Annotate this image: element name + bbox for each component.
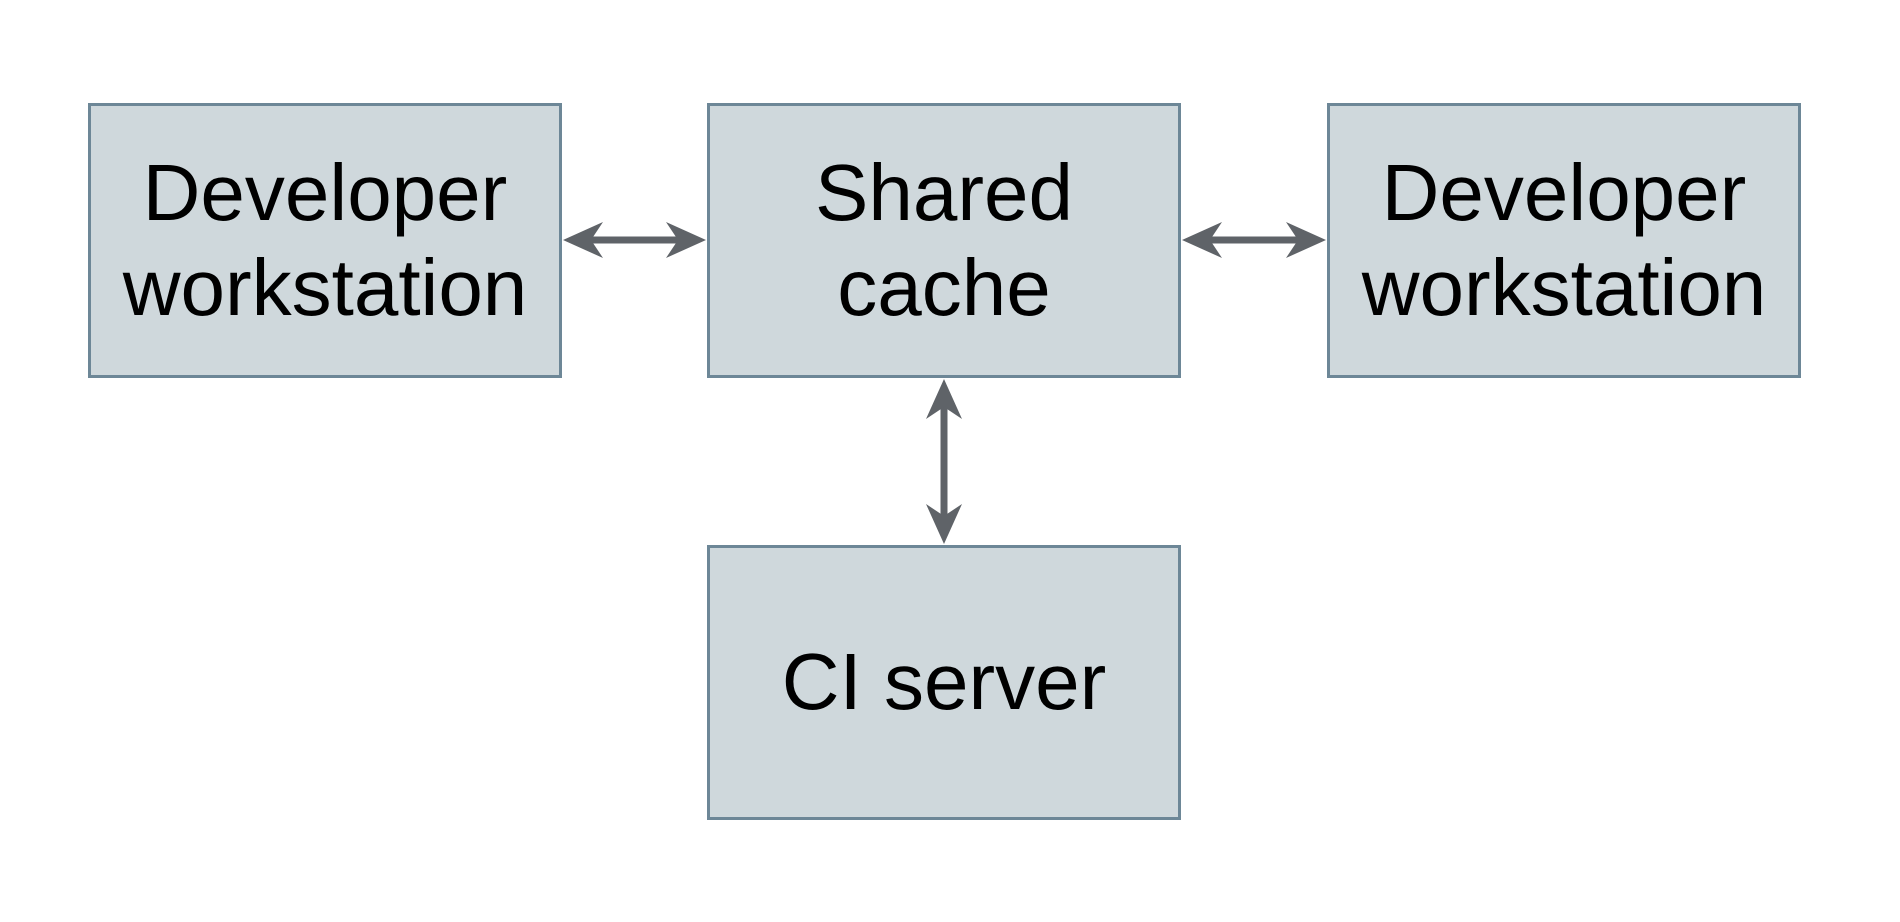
double-arrow-horizontal-icon — [563, 222, 706, 258]
node-label: Developer workstation — [122, 148, 528, 332]
double-arrow-horizontal-icon — [1182, 222, 1326, 258]
node-developer-workstation-left: Developer workstation — [88, 103, 562, 378]
node-developer-workstation-right: Developer workstation — [1327, 103, 1801, 378]
node-label: Shared cache — [815, 148, 1073, 332]
edge-workstation-left-to-cache — [563, 222, 706, 258]
edge-cache-to-workstation-right — [1182, 222, 1326, 258]
node-ci-server: CI server — [707, 545, 1181, 820]
double-arrow-vertical-icon — [926, 379, 962, 544]
node-label: CI server — [781, 637, 1107, 727]
node-shared-cache: Shared cache — [707, 103, 1181, 378]
node-label: Developer workstation — [1361, 148, 1767, 332]
edge-cache-to-ci-server — [926, 379, 962, 544]
